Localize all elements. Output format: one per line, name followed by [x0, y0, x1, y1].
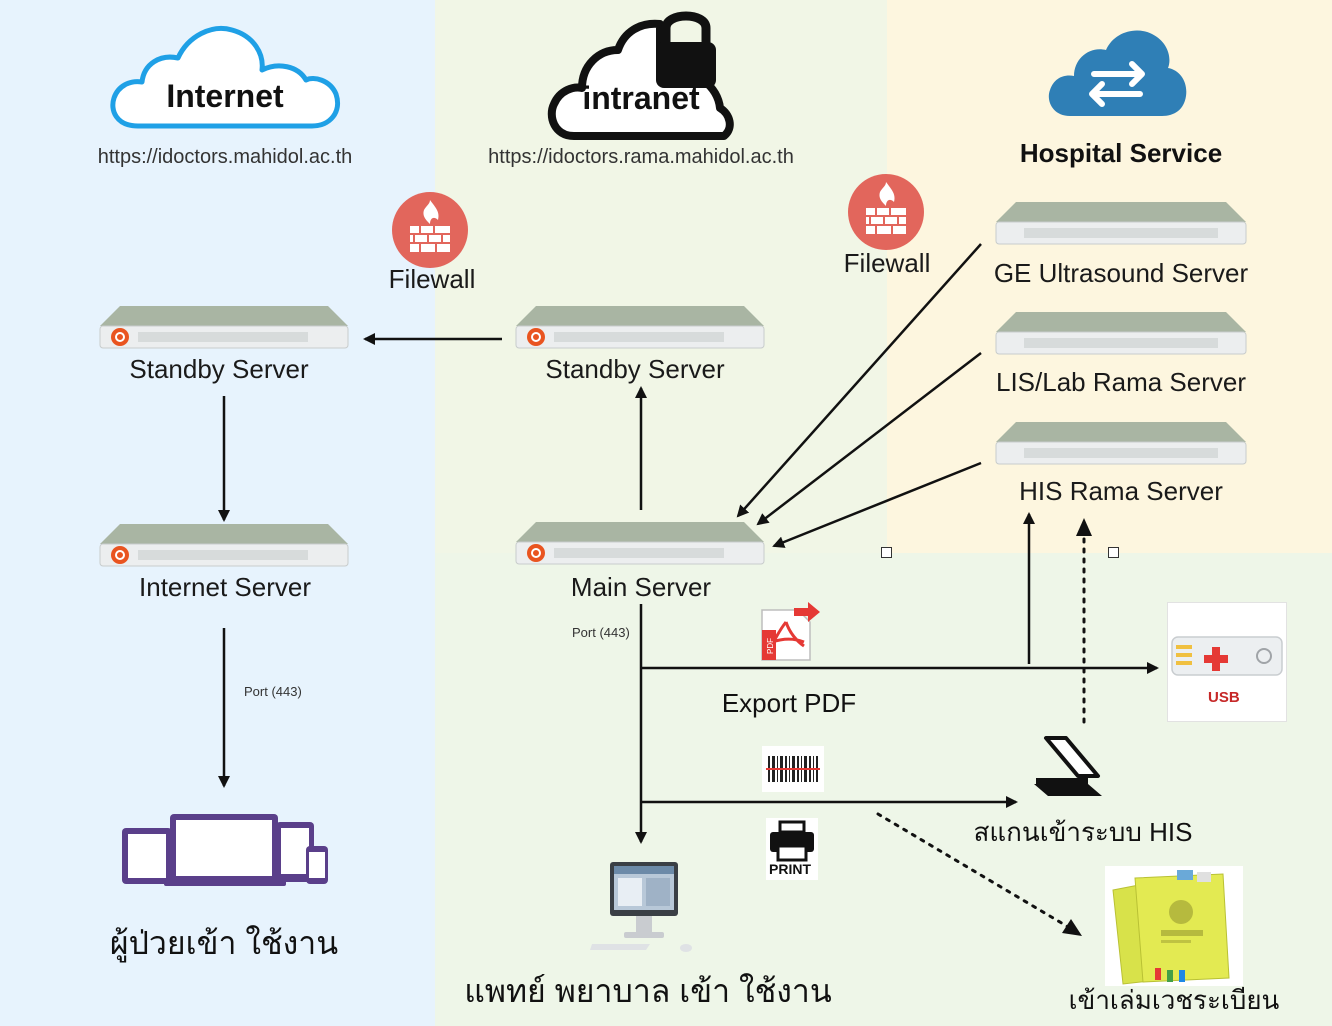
firewall-label-hospital: Filewall [843, 248, 931, 278]
anchor-marker [1108, 547, 1119, 558]
internet-port-label: Port (443) [244, 684, 302, 699]
export-pdf-label: Export PDF [721, 688, 857, 718]
server-icon [99, 524, 349, 567]
ge-ultrasound-server-label: GE Ultrasound Server [993, 258, 1249, 288]
medical-records-label: เข้าเล่มเวชระเบียน [1068, 985, 1280, 1015]
firewall-label-internet: Filewall [388, 264, 476, 294]
his-rama-server-label: HIS Rama Server [1019, 476, 1223, 506]
firewall-icon [392, 192, 468, 268]
main-server-label: Main Server [570, 572, 712, 602]
usb-drive-icon [1171, 636, 1283, 676]
server-icon [515, 306, 765, 349]
server-icon [995, 202, 1247, 245]
lis-lab-server-label: LIS/Lab Rama Server [995, 367, 1247, 397]
internet-url: https://idoctors.mahidol.ac.th [97, 146, 353, 168]
firewall-icon [848, 174, 924, 250]
anchor-marker [881, 547, 892, 558]
server-icon [995, 312, 1247, 355]
internet-cloud-label: Internet [166, 78, 284, 114]
pdf-badge-text: PDF [766, 638, 775, 654]
internet-standby-server-label: Standby Server [129, 354, 309, 384]
intranet-cloud-icon [547, 11, 734, 140]
barcode-icon [762, 746, 824, 792]
patient-access-label: ผู้ป่วยเข้า ใช้งาน [109, 925, 339, 961]
internet-server-label: Internet Server [139, 572, 311, 602]
intranet-url: https://idoctors.rama.mahidol.ac.th [488, 146, 794, 168]
internet-cloud-icon [110, 26, 340, 129]
server-icon [515, 522, 765, 565]
desktop-computer-icon [590, 862, 692, 952]
intranet-port-label: Port (443) [572, 625, 630, 640]
pdf-icon: PDF [761, 602, 820, 661]
server-icon [995, 422, 1247, 465]
usb-label: USB [1208, 689, 1240, 706]
printer-icon [766, 818, 818, 880]
intranet-standby-server-label: Standby Server [545, 354, 725, 384]
scan-his-label: สแกนเข้าระบบ HIS [973, 817, 1193, 847]
staff-access-label: แพทย์ พยาบาล เข้า ใช้งาน [464, 973, 832, 1009]
server-icon [99, 306, 349, 349]
usb-drive-panel: USB [1167, 602, 1287, 722]
devices-icon [122, 814, 328, 886]
print-label: PRINT [769, 861, 811, 877]
intranet-cloud-label: intranet [582, 80, 700, 116]
hospital-cloud-icon [1048, 30, 1187, 116]
hospital-service-title: Hospital Service [1019, 138, 1223, 168]
medical-records-folder-icon [1105, 866, 1243, 986]
scanner-icon [1034, 736, 1102, 796]
